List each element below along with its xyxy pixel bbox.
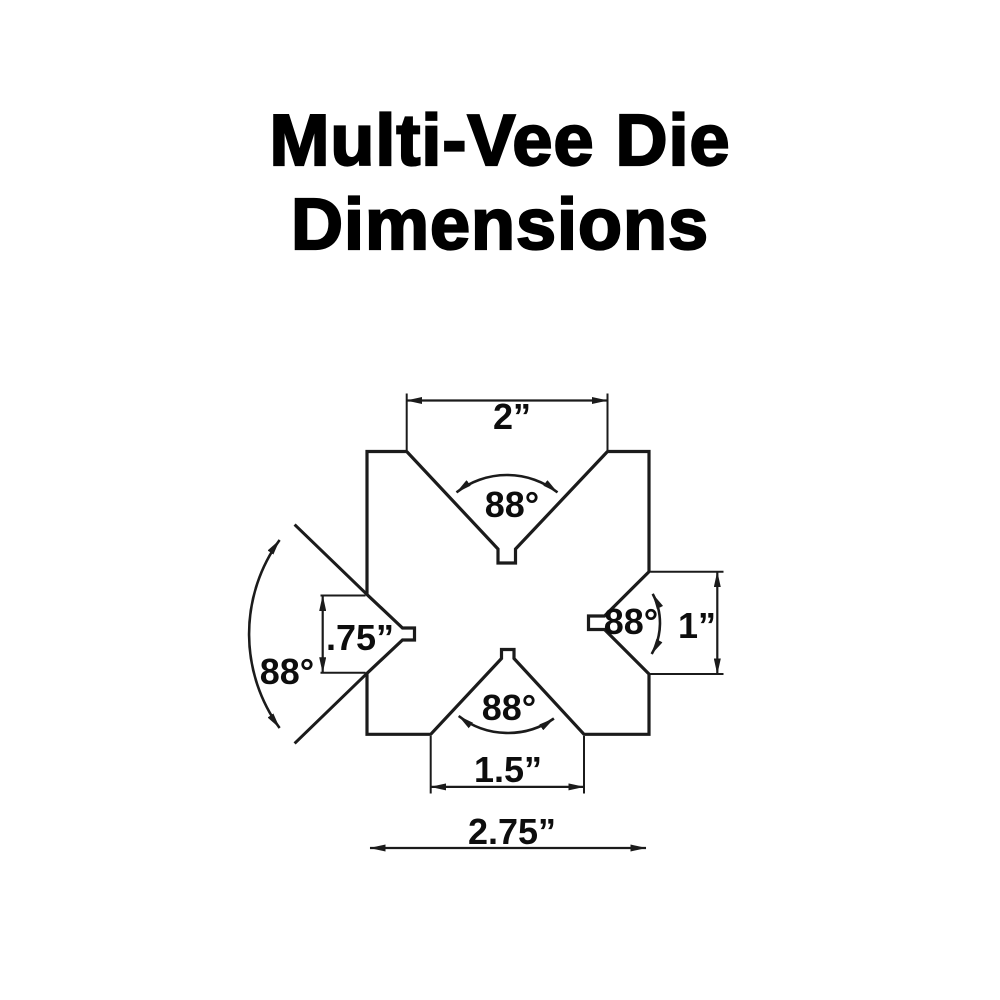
label-bottom-vee-angle: 88° (482, 687, 536, 728)
title-line-1: Multi-Vee Die (268, 100, 731, 182)
label-top-vee-width: 2” (493, 396, 531, 437)
label-right-vee-angle: 88° (604, 601, 658, 642)
page-title: Multi-Vee Die Dimensions (0, 99, 1000, 267)
label-right-vee-height: 1” (678, 605, 716, 646)
left-vee-extension-top (293, 523, 369, 596)
left-vee-extension-bottom (293, 672, 369, 745)
angle-arc-left-vee (247, 539, 281, 729)
label-left-vee-height: .75” (326, 617, 394, 658)
label-left-vee-angle: 88° (260, 651, 314, 692)
angle-arc-right-vee (650, 593, 664, 655)
title-line-2: Dimensions (290, 184, 710, 266)
label-top-vee-angle: 88° (485, 484, 539, 525)
angle-arc-top-vee (455, 473, 559, 494)
label-overall-width: 2.75” (468, 811, 556, 852)
angle-arc-bottom-vee (457, 714, 555, 735)
label-bottom-vee-width: 1.5” (474, 749, 542, 790)
die-body-outline (365, 449, 651, 736)
